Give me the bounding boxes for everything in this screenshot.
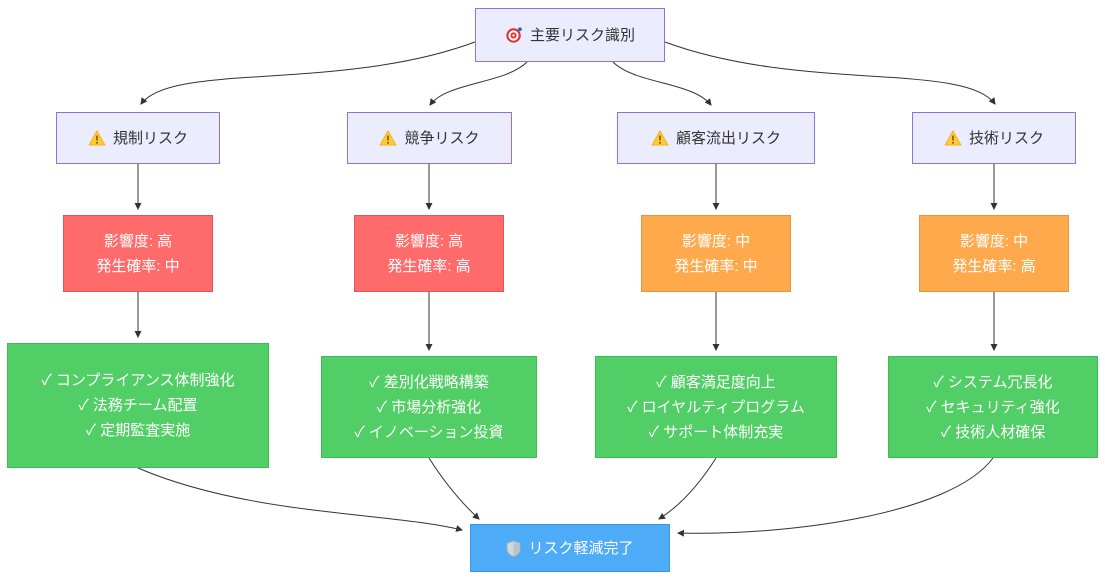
- mitigation-item: ✓ 法務チーム配置: [78, 397, 198, 414]
- mitigation-item: ✓ 顧客満足度向上: [656, 373, 776, 391]
- end-node-risk-mitigation-complete: リスク軽減完了: [470, 524, 670, 572]
- end-node-label: リスク軽減完了: [528, 539, 634, 557]
- probability-line: 発生確率: 中: [674, 257, 758, 275]
- impact-node-regulation: 影響度: 高 発生確率: 中: [63, 215, 213, 292]
- warning-icon: [651, 130, 669, 146]
- impact-line: 影響度: 中: [959, 232, 1029, 250]
- risk-node-customer-churn: 顧客流出リスク: [617, 112, 815, 164]
- edge-root-to-risk4: [664, 41, 996, 105]
- risk-node-regulation: 規制リスク: [56, 112, 220, 164]
- mitigation-item: ✓ 市場分析強化: [376, 398, 482, 416]
- mitigation-node-technology: ✓ システム冗長化 ✓ セキュリティ強化 ✓ 技術人材確保: [888, 356, 1098, 458]
- probability-line: 発生確率: 高: [387, 257, 471, 275]
- mitigation-item: ✓ イノベーション投資: [354, 423, 504, 441]
- mitigation-item: ✓ コンプライアンス体制強化: [41, 372, 235, 389]
- mitigation-item: ✓ 差別化戦略構築: [369, 373, 489, 391]
- edge-root-to-risk2: [429, 61, 528, 106]
- root-node-risk-identification: 主要リスク識別: [475, 8, 665, 62]
- target-icon: [505, 26, 523, 44]
- mitigation-item: ✓ 定期監査実施: [85, 422, 191, 439]
- risk-node-technology: 技術リスク: [912, 112, 1076, 164]
- impact-node-customer-churn: 影響度: 中 発生確率: 中: [641, 215, 791, 292]
- warning-icon: [944, 130, 962, 146]
- edge-root-to-risk3: [612, 61, 712, 106]
- mitigation-item: ✓ サポート体制充実: [648, 423, 784, 441]
- impact-line: 影響度: 中: [681, 232, 751, 250]
- shield-icon: [506, 540, 522, 557]
- mitigation-item: ✓ ロイヤルティプログラム: [627, 398, 805, 416]
- warning-icon: [379, 130, 397, 146]
- risk-node-competition: 競争リスク: [347, 112, 512, 164]
- warning-icon: [88, 130, 106, 146]
- mitigation-node-competition: ✓ 差別化戦略構築 ✓ 市場分析強化 ✓ イノベーション投資: [321, 356, 537, 458]
- risk-node-label: 競争リスク: [404, 129, 480, 147]
- mitigation-item: ✓ システム冗長化: [933, 373, 1053, 391]
- probability-line: 発生確率: 高: [952, 257, 1036, 275]
- mitigation-item: ✓ 技術人材確保: [940, 423, 1046, 441]
- impact-line: 影響度: 高: [394, 232, 464, 250]
- impact-node-competition: 影響度: 高 発生確率: 高: [354, 215, 504, 292]
- risk-node-label: 顧客流出リスク: [675, 129, 781, 147]
- edge-mit4-to-end: [676, 457, 994, 537]
- mitigation-item: ✓ セキュリティ強化: [926, 398, 1060, 416]
- risk-node-label: 規制リスク: [112, 129, 188, 147]
- edge-mit1-to-end: [137, 467, 464, 532]
- edge-mit3-to-end: [658, 457, 717, 520]
- risk-node-label: 技術リスク: [968, 129, 1044, 147]
- root-node-label: 主要リスク識別: [529, 26, 635, 44]
- probability-line: 発生確率: 中: [96, 257, 180, 275]
- mitigation-node-customer-churn: ✓ 顧客満足度向上 ✓ ロイヤルティプログラム ✓ サポート体制充実: [595, 356, 837, 458]
- edge-root-to-risk1: [140, 41, 476, 105]
- mitigation-node-regulation: ✓ コンプライアンス体制強化 ✓ 法務チーム配置 ✓ 定期監査実施: [7, 343, 269, 468]
- impact-line: 影響度: 高: [103, 232, 173, 250]
- edge-mit2-to-end: [428, 457, 480, 520]
- impact-node-technology: 影響度: 中 発生確率: 高: [919, 215, 1069, 292]
